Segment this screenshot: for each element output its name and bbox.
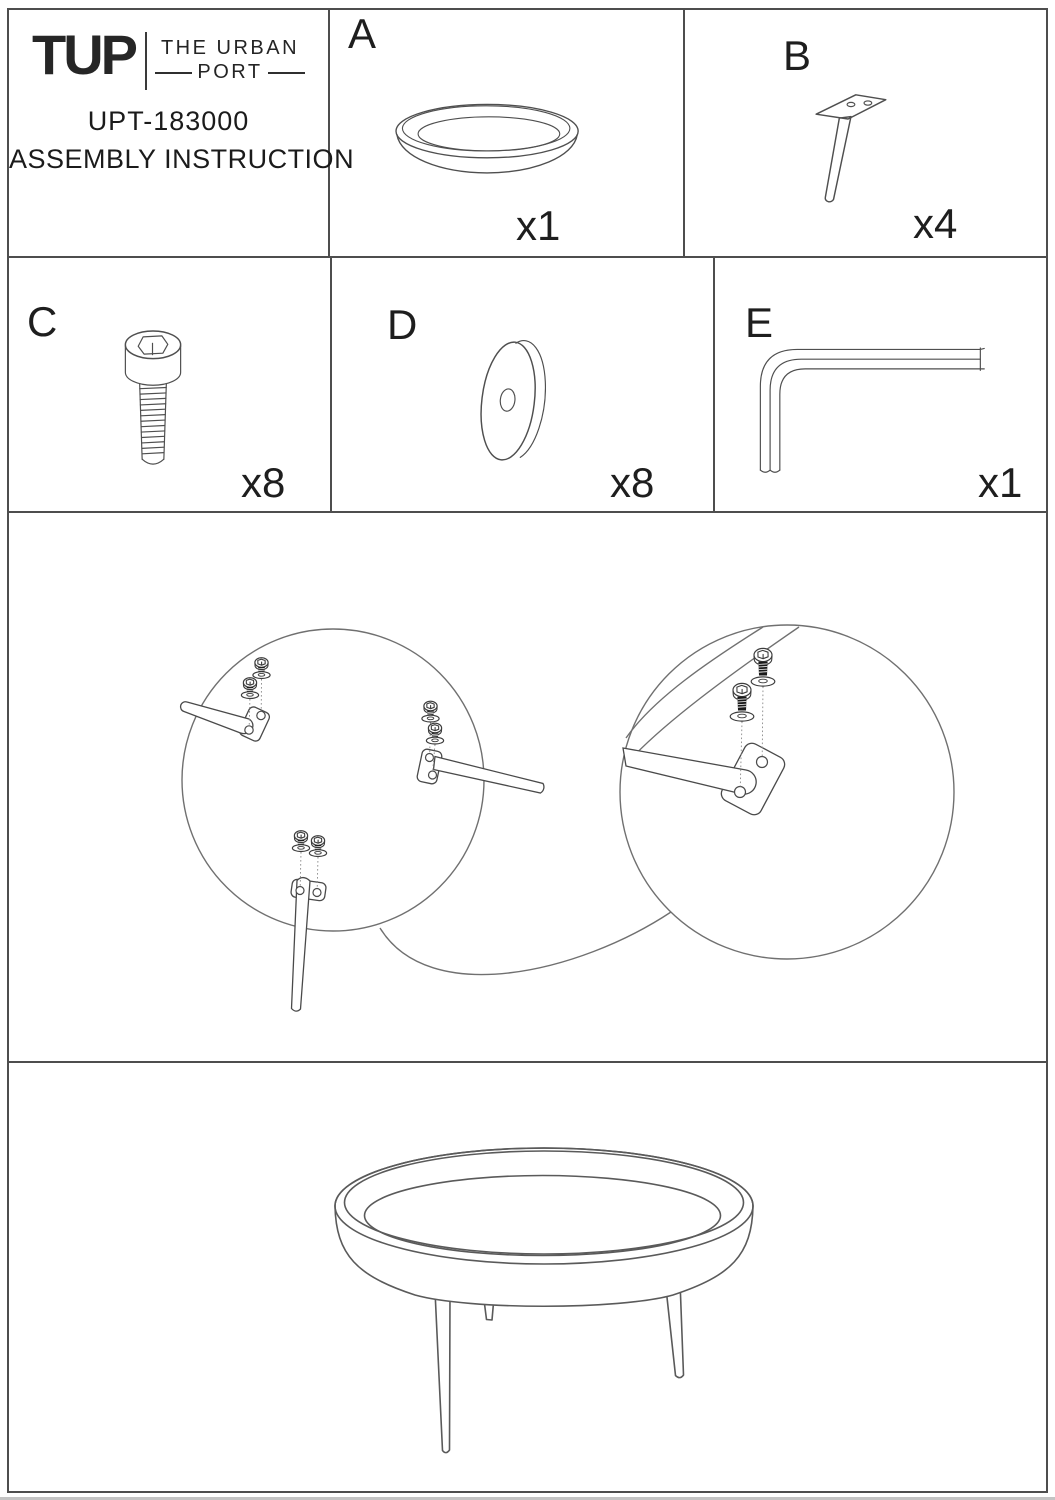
leg-assembly-top-left [179,657,271,742]
leg-assembly-right [416,700,545,794]
bowl-tabletop-illustration [395,103,579,174]
washer-illustration [480,340,546,461]
page-bottom-edge [0,1497,1055,1500]
rule-left [155,71,193,74]
leg-assembly-bottom [290,830,328,1012]
part-label-d: D [387,301,418,348]
assembly-exploded-diagram [179,624,955,1012]
brand-name-line2-row: PORT [155,61,306,84]
part-qty-b: x4 [913,200,958,247]
header-row: TUP THE URBAN PORT UPT-183000 ASSEMBLY I… [7,8,1048,258]
part-qty-a: x1 [516,202,561,249]
assembly-diagram-panel [7,511,1048,1063]
tabletop-underside-circle [181,628,485,932]
part-label-b: B [783,32,812,79]
screw-with-washer [729,682,755,722]
logo-divider [145,32,147,90]
detail-leg-assembly [622,647,786,816]
finished-table-illustration [334,1147,754,1454]
detail-rim-edge [625,626,800,762]
brand-name-line2: PORT [197,61,263,83]
part-label-a: A [348,10,377,57]
finished-product-panel [7,1061,1048,1493]
model-number: UPT-183000 [87,106,250,136]
screw-with-washer [308,835,328,858]
brand-lockup: TUP THE URBAN PORT [9,10,328,90]
part-cell-c: C x8 [9,258,332,511]
brand-name-line1: THE URBAN [160,37,300,59]
sheet-title: ASSEMBLY INSTRUCTION [9,144,355,174]
part-qty-d: x8 [610,459,655,506]
brand-name: THE URBAN PORT [155,30,306,84]
bowl-tabletop [334,1147,754,1308]
tup-logo: TUP [32,23,138,86]
part-label-e: E [745,299,774,346]
rule-right [267,71,306,74]
screw-with-washer [252,657,271,680]
detail-callout-circle [619,624,955,960]
part-cell-b: B x4 [685,10,1046,256]
leg-illustration [815,94,887,203]
allen-key-illustration [759,347,985,473]
part-label-c: C [27,298,58,345]
callout-connector-curve [379,911,672,976]
part-cell-a: A x1 [330,10,685,256]
part-qty-e: x1 [978,459,1023,506]
screw-with-washer [291,830,311,853]
screw-with-washer [421,700,440,723]
screw-with-washer [750,647,776,687]
screw-with-washer [240,677,260,700]
hex-screw-illustration [124,330,182,465]
part-cell-d: D x8 [332,258,715,511]
brand-panel: TUP THE URBAN PORT UPT-183000 ASSEMBLY I… [9,10,355,256]
screw-with-washer [425,722,445,745]
part-cell-e: E x1 [715,258,1046,511]
hardware-row: C x8 D x8 E [7,256,1048,513]
part-qty-c: x8 [241,459,286,506]
